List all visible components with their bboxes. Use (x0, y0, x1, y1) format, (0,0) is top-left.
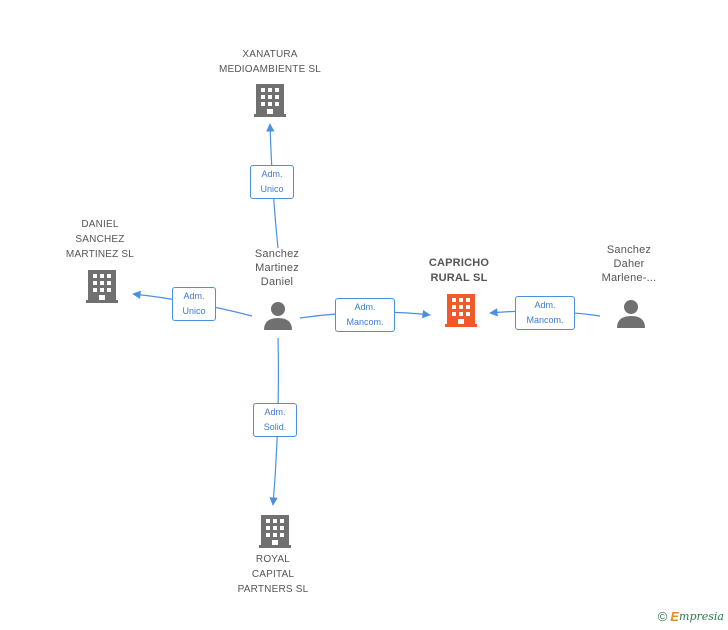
edge-label-line: Adm. (264, 407, 286, 417)
label-line: CAPITAL (251, 569, 295, 580)
label-line: Marlene-... (601, 272, 657, 284)
label-line: MEDIOAMBIENTE SL (218, 64, 322, 75)
label-line: Sanchez (606, 244, 652, 256)
label-line: ROYAL (255, 554, 291, 565)
edge-label-line: Solid. (263, 422, 287, 432)
edge-label-line: Unico (260, 184, 284, 194)
label-line: PARTNERS SL (237, 584, 309, 595)
person-icon[interactable] (264, 302, 292, 330)
node-label-xanatura[interactable]: XANATURA MEDIOAMBIENTE SL (200, 47, 340, 77)
edge-label-to-royal[interactable]: Adm. Solid. (253, 403, 297, 437)
edge-label-line: Mancom. (346, 317, 384, 327)
node-label-sanchez-daher[interactable]: Sanchez Daher Marlene-... (588, 243, 670, 285)
label-line: Sanchez (254, 248, 300, 260)
edge-label-line: Adm. (534, 300, 556, 310)
node-label-sanchez-martinez-daniel[interactable]: Sanchez Martinez Daniel (236, 247, 318, 289)
person-icon[interactable] (617, 300, 645, 328)
main-building-icon[interactable] (445, 294, 477, 327)
edge-label-line: Unico (182, 306, 206, 316)
node-label-capricho-rural[interactable]: CAPRICHO RURAL SL (414, 256, 504, 286)
building-icon[interactable] (259, 515, 291, 548)
label-line: Daniel (260, 276, 294, 288)
label-line: DANIEL (81, 219, 119, 230)
edge-label-to-xanatura[interactable]: Adm. Unico (250, 165, 294, 199)
edge-label-line: Adm. (354, 302, 376, 312)
label-line: Martinez (255, 262, 299, 274)
edge-label-daniel-to-capricho[interactable]: Adm. Mancom. (335, 298, 395, 332)
label-line: CAPRICHO (428, 257, 490, 269)
label-line: MARTINEZ SL (65, 249, 135, 260)
label-line: RURAL SL (430, 272, 488, 284)
label-line: Daher (613, 258, 645, 270)
edge-label-line: Mancom. (526, 315, 564, 325)
brand-logo-initial: E (670, 609, 680, 624)
label-line: SANCHEZ (75, 234, 125, 245)
edge-label-line: Adm. (261, 169, 283, 179)
building-icon[interactable] (254, 84, 286, 117)
edge-label-line: Adm. (183, 291, 205, 301)
label-line: XANATURA (242, 49, 298, 60)
edge-label-to-daniel-sl[interactable]: Adm. Unico (172, 287, 216, 321)
building-icon[interactable] (86, 270, 118, 303)
brand-logo-text: mpresia (679, 610, 724, 623)
node-label-royal-capital[interactable]: ROYAL CAPITAL PARTNERS SL (215, 552, 331, 597)
copyright-icon: © (657, 609, 668, 624)
edge-label-daher-to-capricho[interactable]: Adm. Mancom. (515, 296, 575, 330)
node-label-daniel-sanchez-sl[interactable]: DANIEL SANCHEZ MARTINEZ SL (50, 217, 150, 262)
